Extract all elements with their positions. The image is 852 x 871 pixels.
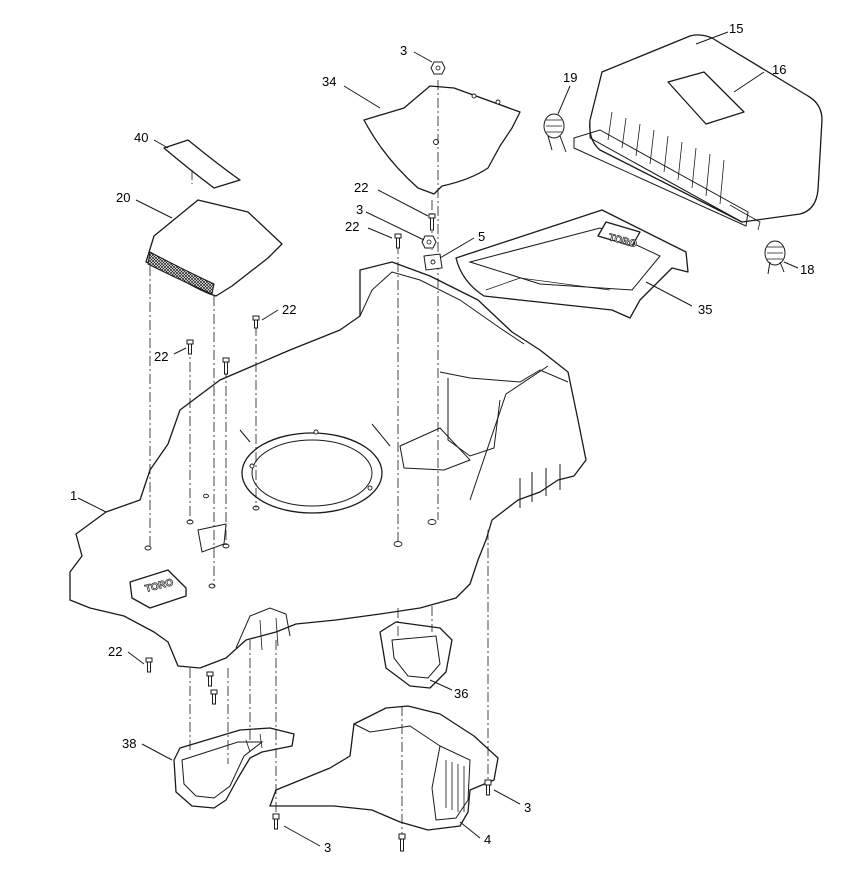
cover-plate-part-34 (363, 85, 521, 195)
callout-labels: 15 16 19 18 35 3 34 40 20 22 3 22 5 22 2… (70, 21, 814, 855)
screw-part-22-b (394, 233, 402, 249)
rear-flap-part-15 (573, 34, 823, 231)
callout-20: 20 (116, 190, 130, 205)
screw-part-3-bottom (272, 813, 280, 830)
callout-15: 15 (729, 21, 743, 36)
mower-deck-part-1: TORO (69, 261, 587, 669)
callout-3-right: 3 (524, 800, 531, 815)
fasteners (145, 61, 492, 852)
callout-3-top: 3 (400, 43, 407, 58)
front-cover-part-20 (145, 199, 283, 297)
screw-part-22-c (252, 315, 260, 329)
callout-18: 18 (800, 262, 814, 277)
callout-22-d: 22 (154, 349, 168, 364)
leader-lines (77, 31, 799, 847)
screw-lower-a (206, 671, 214, 687)
callout-3-bottom: 3 (324, 840, 331, 855)
discharge-chute-part-35: TORO (455, 209, 689, 319)
decal-part-40 (163, 139, 241, 189)
assembly-centerlines (149, 80, 489, 836)
callout-40: 40 (134, 130, 148, 145)
callout-22-c: 22 (282, 302, 296, 317)
screw-part-22-e (222, 357, 230, 375)
torsion-spring-part-19 (543, 113, 567, 153)
callout-19: 19 (563, 70, 577, 85)
callout-3-mid: 3 (356, 202, 363, 217)
torsion-spring-part-18 (764, 240, 786, 275)
screw-part-4 (398, 833, 406, 852)
callout-34: 34 (322, 74, 336, 89)
decal-part-16 (667, 71, 745, 125)
callout-5: 5 (478, 229, 485, 244)
callout-1: 1 (70, 488, 77, 503)
callout-22-b: 22 (345, 219, 359, 234)
clip-part-5 (423, 253, 443, 271)
screw-part-3-right (484, 779, 492, 796)
bracket-part-38 (173, 727, 295, 809)
screw-lower-b (210, 689, 218, 705)
callout-16: 16 (772, 62, 786, 77)
lower-deck-part-4 (269, 705, 499, 831)
screw-part-22-d (186, 339, 194, 355)
callout-35: 35 (698, 302, 712, 317)
callout-22-a: 22 (354, 180, 368, 195)
nut-part-3-top (430, 61, 446, 75)
callout-22-e: 22 (108, 644, 122, 659)
callout-4: 4 (484, 832, 491, 847)
screw-part-22-f (145, 657, 153, 673)
callout-38: 38 (122, 736, 136, 751)
baffle-part-36 (379, 621, 453, 689)
screw-part-22-a (428, 213, 436, 231)
nut-part-3-mid (421, 235, 437, 249)
callout-36: 36 (454, 686, 468, 701)
